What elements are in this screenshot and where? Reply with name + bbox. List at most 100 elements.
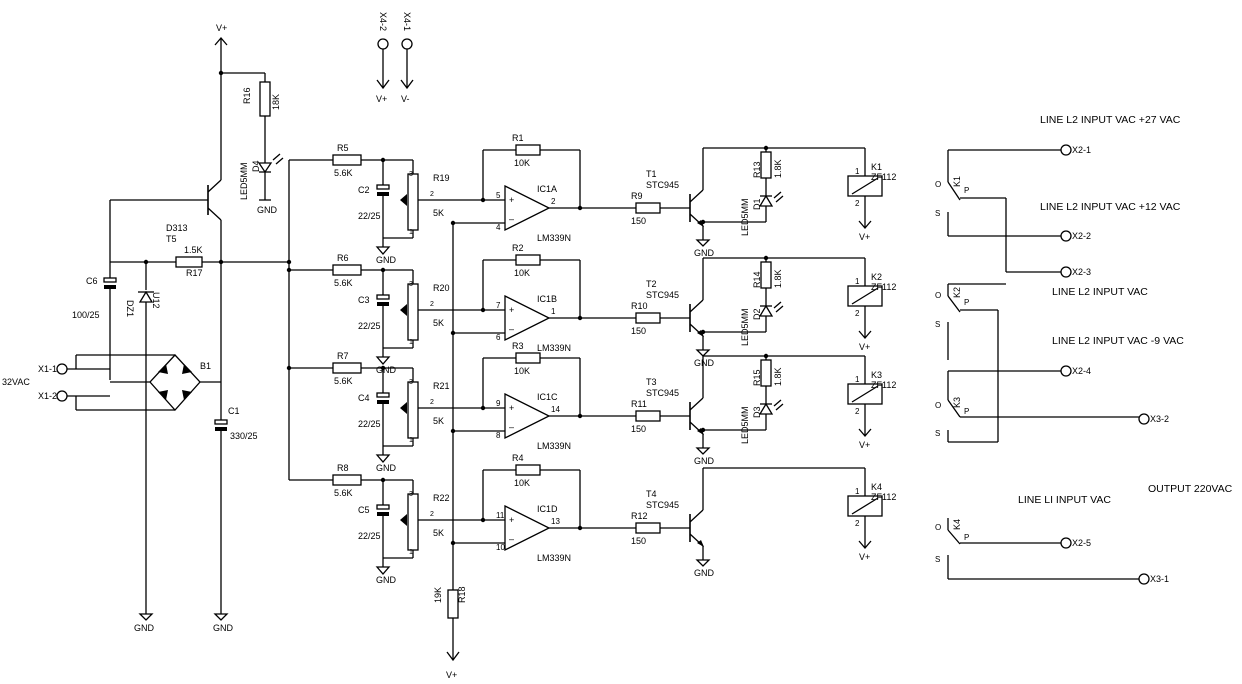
stage-4-k-pin1: 1 bbox=[855, 487, 860, 496]
line-l2-9-label: LINE L2 INPUT VAC -9 VAC bbox=[1052, 335, 1184, 347]
stage-4: R85.6KC522/25GND321R225K+–111013IC1DLM33… bbox=[289, 453, 896, 585]
k3-p: P bbox=[964, 407, 969, 416]
stage-3-led-r-value: 1.8K bbox=[773, 367, 783, 386]
resistor-r1 bbox=[515, 144, 541, 156]
stage-2-pot-pin1: 1 bbox=[409, 339, 413, 346]
stage-1-pot-pin2: 2 bbox=[430, 191, 434, 198]
k2-s: S bbox=[935, 320, 940, 329]
stage-3-ic-ref: IC1C bbox=[537, 392, 558, 402]
connector-x3-2 bbox=[1138, 413, 1150, 425]
stage-1-c-value: 22/25 bbox=[358, 211, 381, 221]
connector-x4-2-label: X4-2 bbox=[378, 12, 388, 31]
stage-1-pin-out: 2 bbox=[551, 197, 556, 206]
stage-1-r-value: 5.6K bbox=[334, 168, 353, 178]
stage-2-r-ref: R6 bbox=[337, 253, 349, 263]
line-l2-12-label: LINE L2 INPUT VAC +12 VAC bbox=[1040, 201, 1181, 213]
stage-2-t-gnd: GND bbox=[694, 358, 715, 368]
comparator-ic1d bbox=[504, 504, 551, 552]
stage-1-pot-pin3: 3 bbox=[409, 171, 413, 178]
resistor-r7 bbox=[332, 362, 362, 374]
k1-p: P bbox=[964, 186, 969, 195]
stage-2-led-ref: D2 bbox=[752, 308, 762, 320]
stage-3-pot-pin2: 2 bbox=[430, 399, 434, 406]
stage-1-k-vplus: V+ bbox=[859, 232, 870, 242]
stage-2-pot-pin3: 3 bbox=[409, 281, 413, 288]
stage-4-r-ref: R8 bbox=[337, 463, 349, 473]
stage-3-t-ref: T3 bbox=[646, 377, 657, 387]
relay-contacts: X2-1 LINE L2 INPUT VAC +27 VAC X2-2 LINE… bbox=[935, 114, 1233, 585]
resistor-r5 bbox=[332, 154, 362, 166]
k2-contact-ref: K2 bbox=[952, 287, 962, 298]
stage-1-led-type: LED5MM bbox=[740, 198, 750, 236]
stage-3-r-value: 5.6K bbox=[334, 376, 353, 386]
stage-1-k-pin1: 1 bbox=[855, 167, 860, 176]
stage-3-k-type: ZF112 bbox=[871, 380, 896, 390]
connector-x2-5 bbox=[1060, 537, 1072, 549]
d4-type: LED5MM bbox=[239, 162, 249, 200]
stage-4-ic-type: LM339N bbox=[537, 553, 571, 563]
stage-4-k-type: ZF112 bbox=[871, 492, 896, 502]
stage-1-rb-ref: R9 bbox=[631, 191, 643, 201]
stage-4-k-ref: K4 bbox=[871, 482, 882, 492]
stage-3-pin-out: 14 bbox=[551, 405, 560, 414]
transistor-t2 bbox=[689, 299, 704, 337]
zener-value: U12 bbox=[151, 292, 161, 309]
resistor-r8 bbox=[332, 474, 362, 486]
stage-1-t-type: STC945 bbox=[646, 180, 679, 190]
stage-4-pin-plus: 11 bbox=[496, 511, 505, 520]
stage-1-t-ref: T1 bbox=[646, 169, 657, 179]
stage-1-c-ref: C2 bbox=[358, 185, 370, 195]
stage-3-rb-ref: R11 bbox=[631, 399, 647, 409]
comparator-ic1b bbox=[504, 294, 551, 342]
c1-value: 330/25 bbox=[230, 431, 258, 441]
stage-2-pin-minus: 6 bbox=[496, 333, 501, 342]
stage-4-t-ref: T4 bbox=[646, 489, 657, 499]
resistor-r9 bbox=[635, 202, 661, 214]
stage-4-r-value: 5.6K bbox=[334, 488, 353, 498]
resistor-r13 bbox=[760, 151, 772, 179]
c6-value: 100/25 bbox=[72, 310, 100, 320]
k3-contact-ref: K3 bbox=[952, 397, 962, 408]
stage-2-pot-ref: R20 bbox=[433, 283, 450, 293]
capacitor-c3 bbox=[376, 294, 390, 300]
k3-s: S bbox=[935, 429, 940, 438]
stage-1-k-type: ZF112 bbox=[871, 172, 896, 182]
stage-2-ic-type: LM339N bbox=[537, 343, 571, 353]
stage-2: R65.6KC322/25GND321R205K+–761IC1BLM339NR… bbox=[289, 243, 896, 375]
x1-2-label: X1-2 bbox=[38, 391, 57, 401]
stage-3-ic-type: LM339N bbox=[537, 441, 571, 451]
stage-4-pot-ref: R22 bbox=[433, 493, 450, 503]
stage-1-pin-minus: 4 bbox=[496, 223, 501, 232]
stage-3-c-gnd: GND bbox=[376, 463, 397, 473]
stage-2-led-r-ref: R14 bbox=[752, 271, 762, 288]
k4-p: P bbox=[964, 533, 969, 542]
led-d1 bbox=[758, 191, 784, 207]
stage-2-k-vplus: V+ bbox=[859, 342, 870, 352]
x2-2-label: X2-2 bbox=[1072, 231, 1091, 241]
connector-x4-1: X4-1 V- bbox=[400, 12, 414, 104]
stage-3-pot-pin1: 1 bbox=[409, 437, 413, 444]
resistor-r3 bbox=[515, 352, 541, 364]
capacitor-c5 bbox=[376, 504, 390, 510]
x1-1-label: X1-1 bbox=[38, 364, 57, 374]
stage-2-k-ref: K2 bbox=[871, 272, 882, 282]
stage-3-t-gnd: GND bbox=[694, 456, 715, 466]
x3-2-label: X3-2 bbox=[1150, 414, 1169, 424]
resistor-r17 bbox=[175, 256, 203, 268]
output-220vac-label: OUTPUT 220VAC bbox=[1148, 483, 1233, 495]
r17-value: 1.5K bbox=[184, 245, 203, 255]
resistor-r16 bbox=[259, 81, 271, 117]
stage-4-pot-pin3: 3 bbox=[409, 491, 413, 498]
connector-x2-2 bbox=[1060, 230, 1072, 242]
comparator-ic1a bbox=[504, 184, 551, 232]
resistor-r11 bbox=[635, 410, 661, 422]
potentiometer-r19 bbox=[407, 173, 419, 231]
comparator-ic1c bbox=[504, 392, 551, 440]
d4-gnd: GND bbox=[257, 205, 278, 215]
stage-4-pot-pin1: 1 bbox=[409, 549, 413, 556]
resistor-r10 bbox=[635, 312, 661, 324]
k4-contact-ref: K4 bbox=[952, 519, 962, 530]
connector-x1-1 bbox=[56, 363, 110, 375]
transistor-t4 bbox=[689, 509, 704, 547]
